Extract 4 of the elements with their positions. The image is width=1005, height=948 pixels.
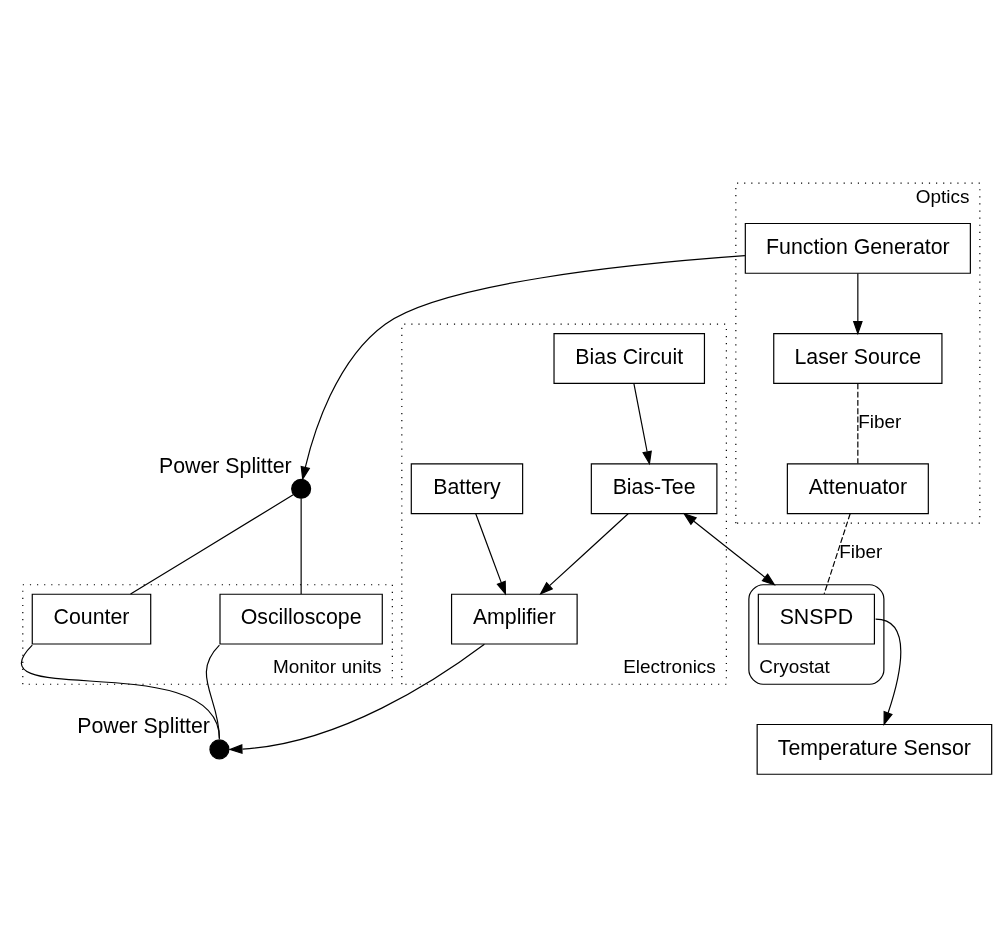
edge-label: Fiber (858, 411, 902, 433)
node-label: Power Splitter (159, 453, 292, 478)
node-label: Power Splitter (77, 714, 210, 739)
edge-label: Fiber (839, 541, 883, 563)
